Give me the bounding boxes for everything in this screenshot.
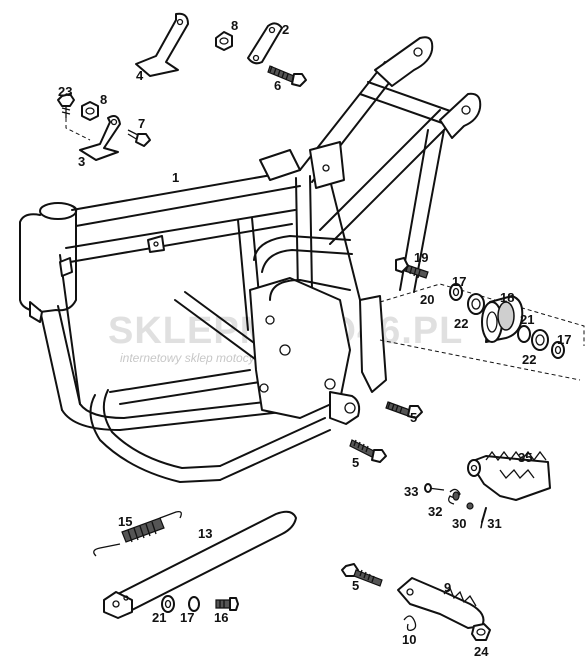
callout-23: 23 bbox=[58, 84, 72, 99]
spring-10 bbox=[403, 615, 417, 632]
bolt-16 bbox=[215, 597, 239, 611]
seal-17-lower bbox=[188, 596, 200, 612]
side-stand-13 bbox=[103, 510, 297, 619]
callout-8-left: 8 bbox=[100, 92, 107, 107]
callout-labels: 1 2 3 4 5 5 5 6 7 8 8 9 10 13 15 16 17 1… bbox=[58, 18, 571, 659]
callout-9: 9 bbox=[444, 580, 451, 595]
callout-13: 13 bbox=[198, 526, 212, 541]
callout-31: / 31 bbox=[480, 516, 502, 531]
bolt-5-lower bbox=[341, 563, 383, 587]
callout-5-middle: 5 bbox=[352, 455, 359, 470]
bolt-23 bbox=[57, 93, 91, 141]
callout-20: 20 bbox=[420, 292, 434, 307]
linkage-hardware bbox=[379, 257, 585, 381]
callout-30: 30 bbox=[452, 516, 466, 531]
callout-22-right: 22 bbox=[522, 352, 536, 367]
callout-22-left: 22 bbox=[454, 316, 468, 331]
nut-24 bbox=[471, 623, 491, 641]
callout-7: 7 bbox=[138, 116, 145, 131]
callout-5-upper: 5 bbox=[410, 410, 417, 425]
callout-2: 2 bbox=[282, 22, 289, 37]
bracket-3 bbox=[79, 115, 121, 161]
callout-32: 32 bbox=[428, 504, 442, 519]
callout-21-lower: 21 bbox=[152, 610, 166, 625]
footrest-pin-33 bbox=[424, 483, 445, 493]
footrest-spring-32 bbox=[448, 488, 461, 505]
watermark-tagline: internetowy sklep motocyklowy bbox=[120, 351, 286, 365]
bolt-7 bbox=[127, 129, 151, 147]
washer-30 bbox=[466, 502, 474, 510]
callout-8-top: 8 bbox=[231, 18, 238, 33]
callout-10: 10 bbox=[402, 632, 416, 647]
brake-pedal-9 bbox=[397, 577, 485, 629]
bolt-6 bbox=[267, 65, 307, 87]
callout-5-lower: 5 bbox=[352, 578, 359, 593]
cotter-31 bbox=[481, 507, 487, 523]
bracket-4 bbox=[135, 12, 189, 77]
plate-2 bbox=[247, 22, 283, 65]
callout-15: 15 bbox=[118, 514, 132, 529]
bolt-5-upper bbox=[385, 401, 423, 419]
callout-33: 33 bbox=[404, 484, 418, 499]
nut-8-top bbox=[215, 31, 233, 51]
bolt-5-middle bbox=[349, 439, 387, 463]
callout-16: 16 bbox=[214, 610, 228, 625]
callout-21-right: 21 bbox=[520, 312, 534, 327]
nut-8-left bbox=[81, 101, 99, 121]
callout-19: 19 bbox=[414, 250, 428, 265]
callout-3: 3 bbox=[78, 154, 85, 169]
callout-6: 6 bbox=[274, 78, 281, 93]
bushing-21-lower bbox=[161, 595, 175, 613]
footrest-35 bbox=[467, 450, 551, 501]
callout-4: 4 bbox=[136, 68, 144, 83]
callout-17-lower: 17 bbox=[180, 610, 194, 625]
callout-18: 18 bbox=[500, 290, 514, 305]
spring-15 bbox=[93, 510, 182, 557]
main-frame bbox=[19, 36, 482, 483]
callout-17-upper: 17 bbox=[452, 274, 466, 289]
callout-17-right: 17 bbox=[557, 332, 571, 347]
callout-1: 1 bbox=[172, 170, 179, 185]
callout-24: 24 bbox=[474, 644, 489, 659]
callout-35: 35 bbox=[518, 450, 532, 465]
